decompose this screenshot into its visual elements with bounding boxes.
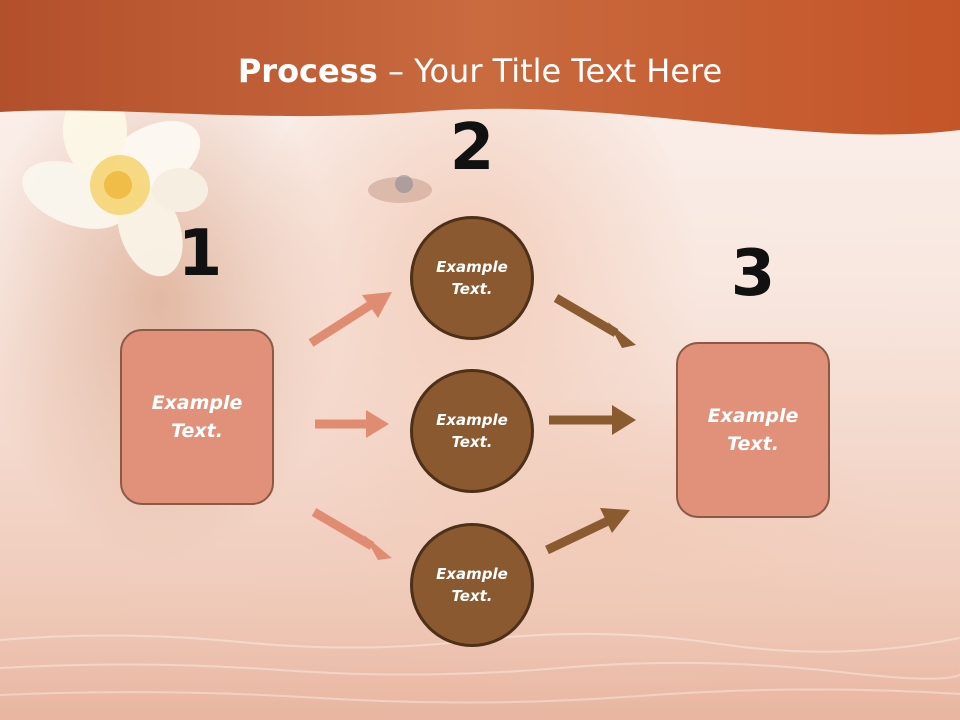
slide-title: Process – Your Title Text Here [0,52,960,90]
step-1-box: Example Text. [120,329,274,505]
step-3-text: Example Text. [707,404,799,456]
step-2-circle-bottom-text: Example Text. [436,564,508,606]
step-2-circle-top: Example Text. [410,216,534,340]
arrow-top-to-step3 [553,294,636,348]
step-2-circle-middle: Example Text. [410,369,534,493]
title-bold: Process [237,52,378,90]
arrow-step1-to-bottom [311,508,392,560]
title-rest: – Your Title Text Here [377,52,723,90]
arrow-middle-to-step3 [549,405,636,435]
step-2-circle-middle-text: Example Text. [436,410,508,452]
step-3-number: 3 [730,237,776,311]
step-2-circle-bottom: Example Text. [410,523,534,647]
step-3-box: Example Text. [676,342,830,518]
step-2-circle-top-text: Example Text. [436,257,508,299]
arrow-bottom-to-step3 [545,508,630,555]
step-2-number: 2 [449,111,495,185]
step-1-number: 1 [177,217,223,291]
step-1-text: Example Text. [151,391,243,443]
arrow-step1-to-middle [315,410,389,438]
arrow-step1-to-top [308,292,392,347]
